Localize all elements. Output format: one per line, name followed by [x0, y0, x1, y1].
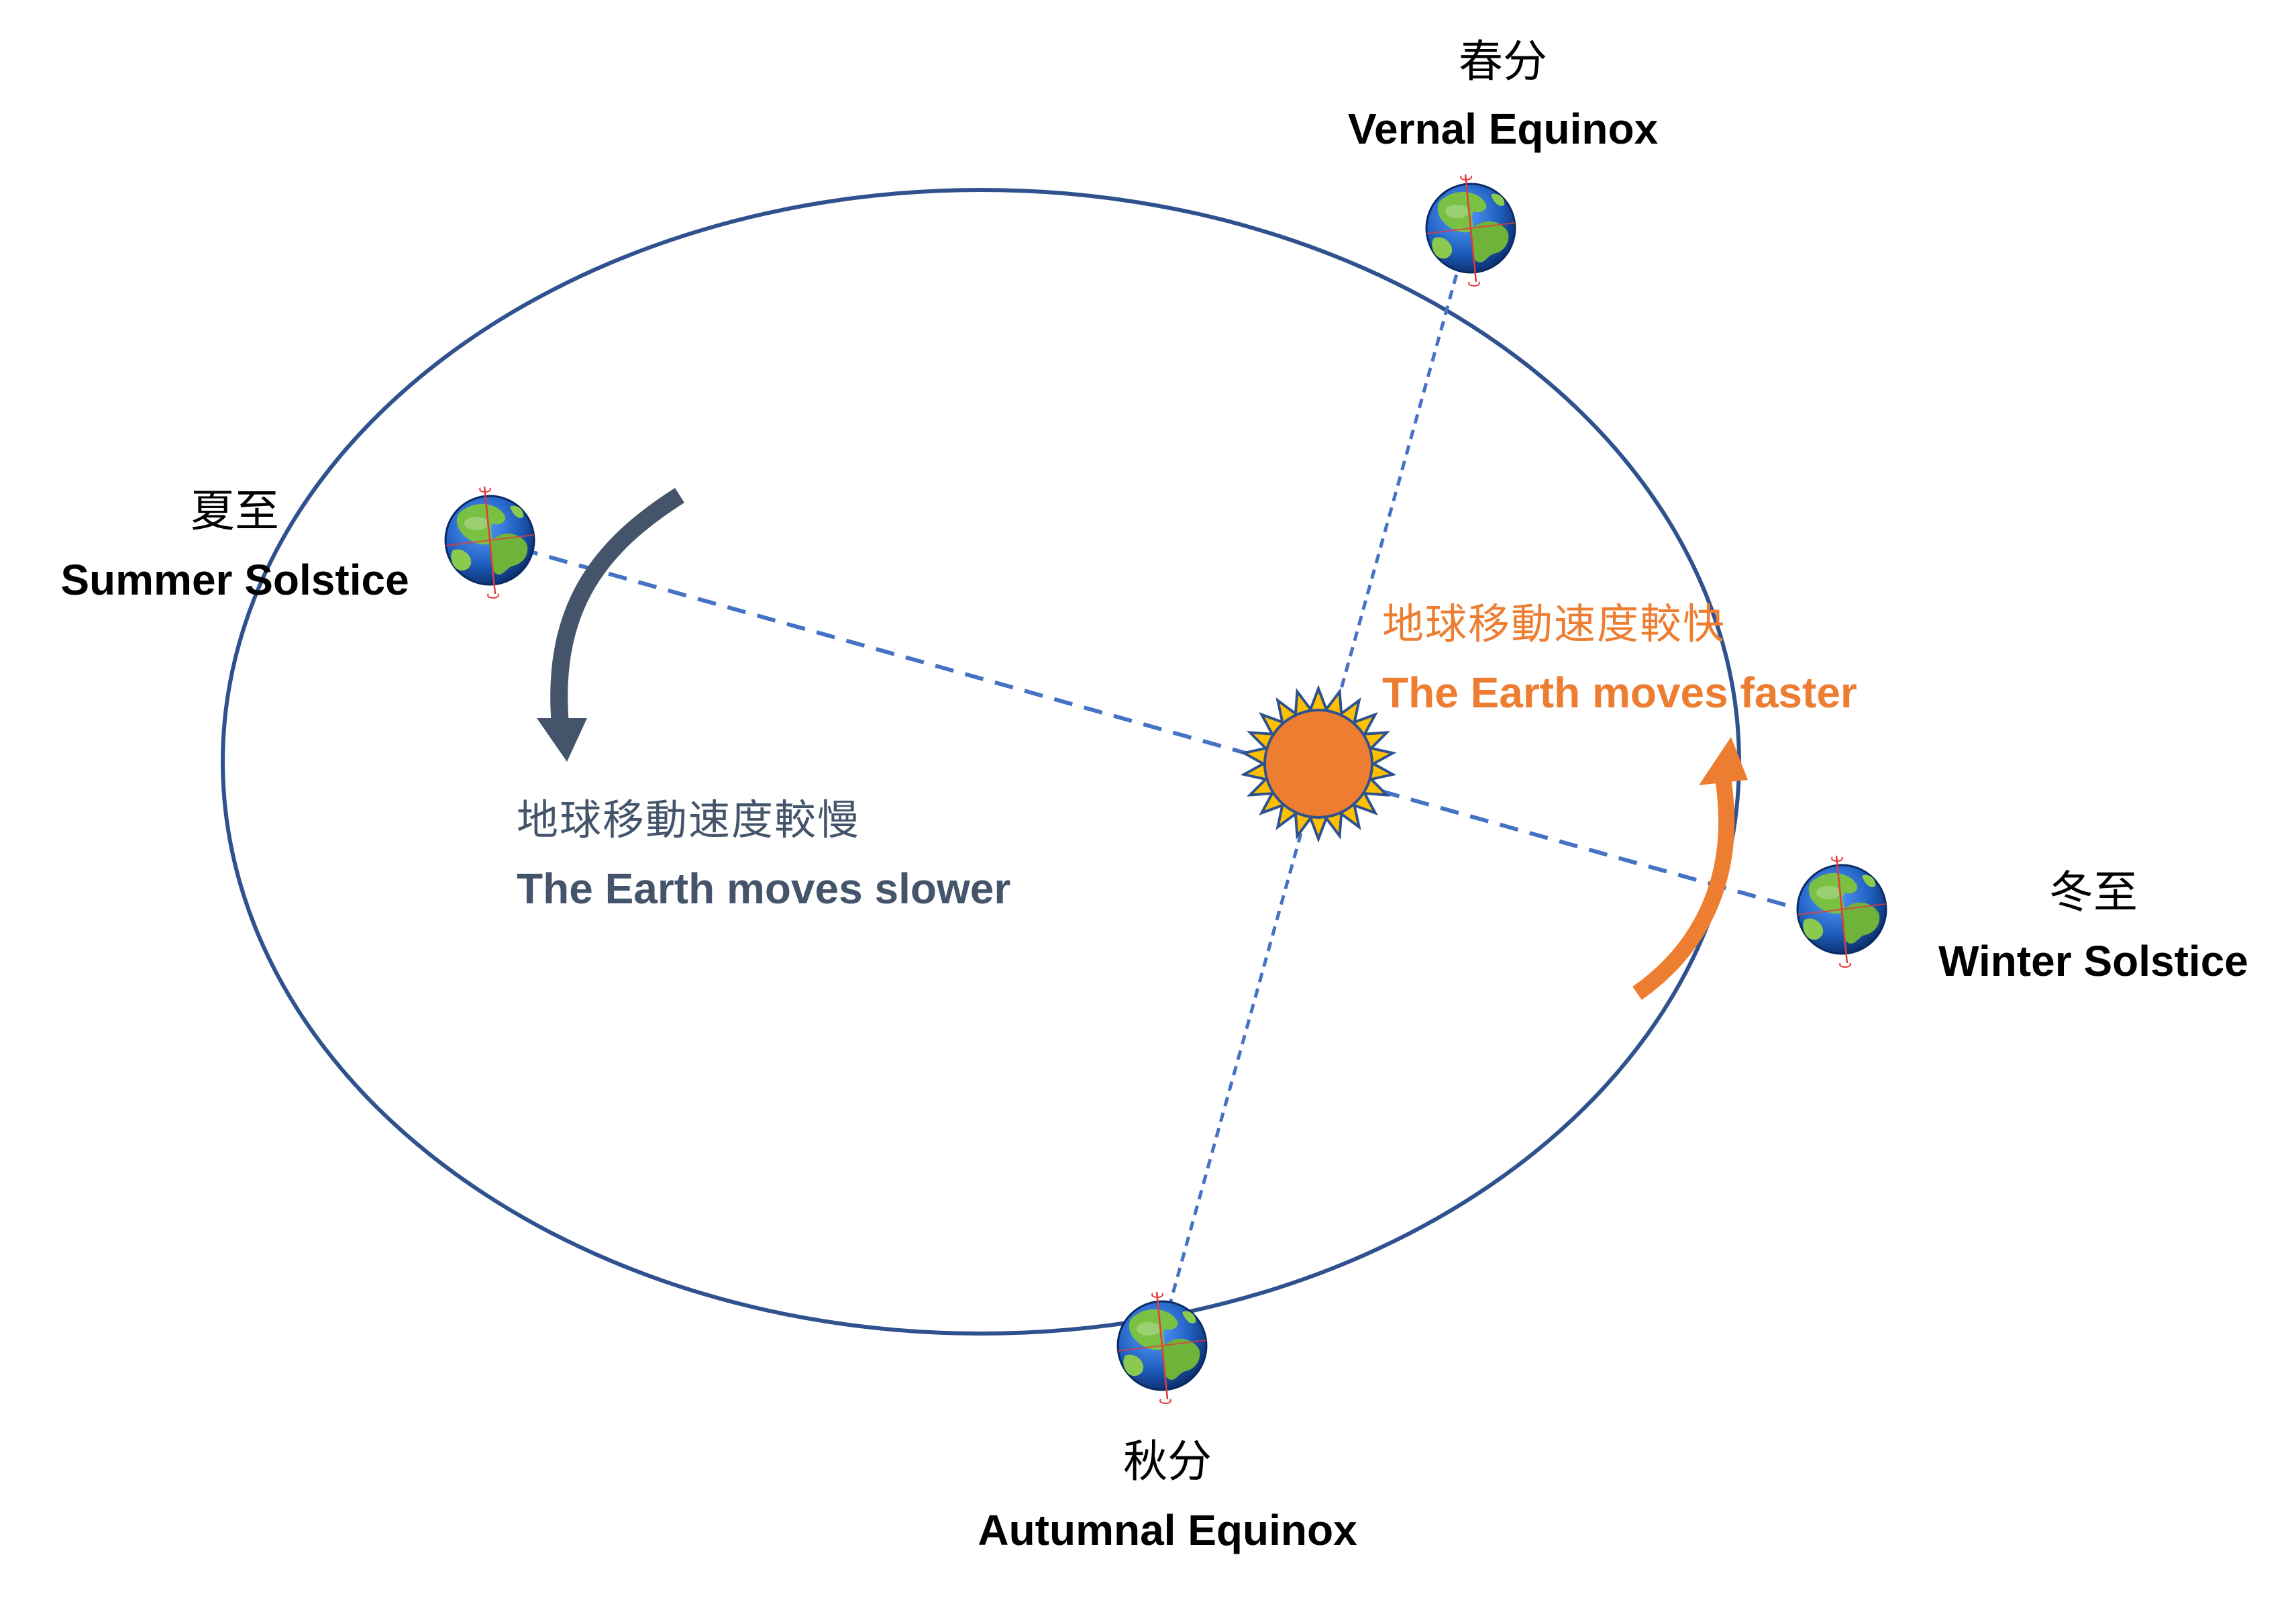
faster-en: The Earth moves faster	[1382, 668, 1857, 717]
earth-icon-winter	[1796, 854, 1887, 968]
faster-zh: 地球移動速度較快	[1382, 599, 1726, 648]
earth-icon-summer	[444, 485, 535, 599]
winter-solstice-zh: 冬至	[2049, 866, 2138, 918]
orbit-ellipse	[221, 188, 1741, 1336]
vernal-equinox-en: Vernal Equinox	[1347, 105, 1659, 153]
faster-label: 地球移動速度較快 The Earth moves faster	[1382, 597, 1932, 719]
curved-arrow-icon-slow	[537, 488, 684, 762]
slower-zh: 地球移動速度較慢	[517, 795, 861, 844]
slower-en: The Earth moves slower	[517, 864, 1011, 913]
vernal-equinox-zh: 春分	[1459, 36, 1547, 87]
summer-solstice-en: Summer Solstice	[60, 556, 409, 604]
summer-solstice-zh: 夏至	[191, 485, 279, 537]
earth-icon-vernal	[1425, 173, 1516, 287]
summer-solstice-label: 夏至 Summer Solstice	[13, 485, 456, 607]
vernal-equinox-label: 春分 Vernal Equinox	[1261, 35, 1744, 156]
solstice-axis-line	[489, 538, 1842, 923]
winter-solstice-en: Winter Solstice	[1938, 937, 2248, 985]
sun-icon	[1240, 685, 1397, 843]
curved-arrow-icon-fast	[1632, 737, 1748, 1000]
earth-icon-autumn	[1116, 1291, 1208, 1405]
autumnal-equinox-zh: 秋分	[1123, 1436, 1212, 1487]
winter-solstice-label: 冬至 Winter Solstice	[1899, 866, 2288, 988]
autumnal-equinox-label: 秋分 Autumnal Equinox	[926, 1435, 1409, 1557]
autumnal-equinox-en: Autumnal Equinox	[978, 1506, 1357, 1554]
slower-label: 地球移動速度較慢 The Earth moves slower	[517, 793, 1067, 915]
